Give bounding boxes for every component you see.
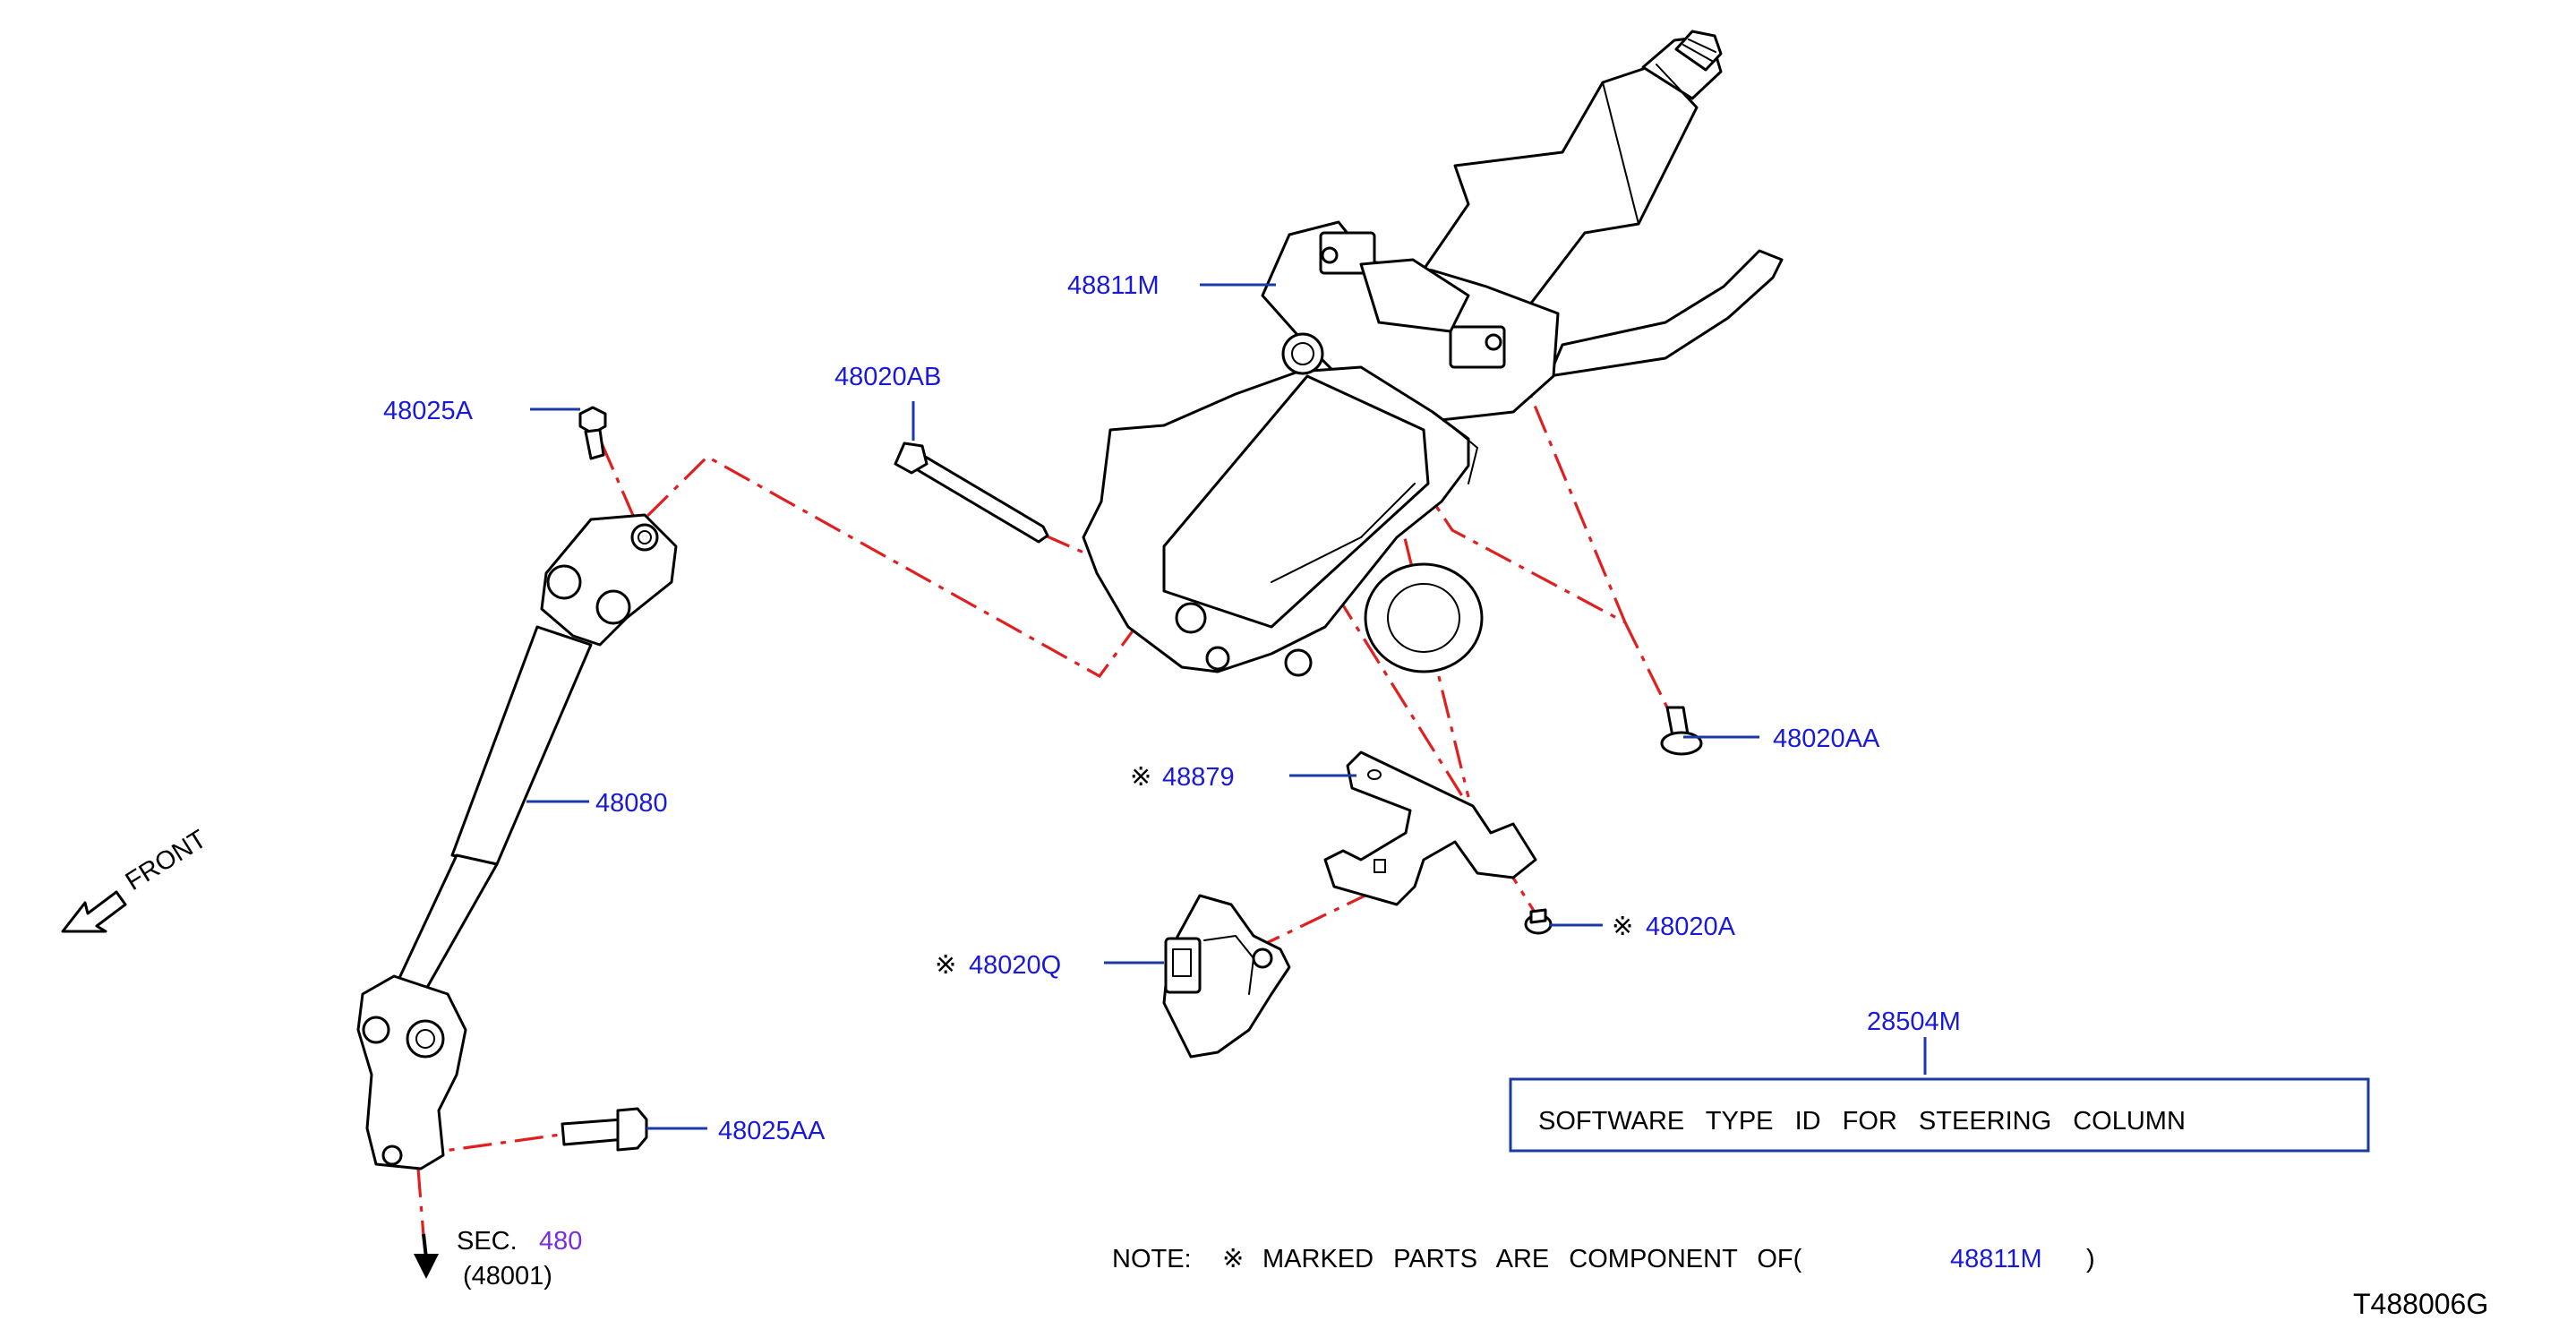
label-48020AA[interactable]: 48020AA — [1773, 725, 1880, 753]
label-48020Q[interactable]: 48020Q — [969, 951, 1061, 980]
section-prefix: SEC. — [457, 1227, 518, 1256]
label-48879[interactable]: 48879 — [1162, 763, 1235, 792]
section-link-480[interactable]: 480 — [539, 1227, 582, 1256]
note-suffix: ) — [2086, 1245, 2095, 1273]
component-mark-48020A: ※ — [1612, 913, 1633, 941]
bolt-48020AB — [894, 442, 1049, 544]
steering-column-assembly — [1082, 30, 1784, 677]
down-arrow-icon — [414, 1254, 439, 1279]
note-text: MARKED PARTS ARE COMPONENT OF( — [1262, 1245, 1802, 1273]
assembly-line-sec480 — [416, 1168, 425, 1237]
label-48025AA[interactable]: 48025AA — [718, 1117, 826, 1145]
screw-48020A — [1524, 908, 1553, 935]
leader-lines — [526, 283, 1927, 1130]
note-line: NOTE: ※ MARKED PARTS ARE COMPONENT OF( 4… — [1112, 1245, 2095, 1273]
sensor-48020Q — [1162, 894, 1291, 1059]
section-reference: SEC. 480 (48001) — [414, 1227, 582, 1290]
bolt-48020AA — [1660, 706, 1703, 756]
front-direction-indicator: FRONT — [61, 825, 212, 933]
assembly-line-48025A — [600, 442, 1141, 679]
note-link-48811M[interactable]: 48811M — [1950, 1245, 2042, 1273]
bolt-48025A — [578, 406, 607, 460]
label-48811M[interactable]: 48811M — [1067, 271, 1160, 300]
bracket-48879 — [1323, 750, 1537, 906]
software-type-box: SOFTWARE TYPE ID FOR STEERING COLUMN — [1509, 1077, 2370, 1153]
component-mark-48020Q: ※ — [935, 951, 956, 980]
label-48025A[interactable]: 48025A — [383, 397, 474, 425]
label-28504M[interactable]: 28504M — [1867, 1007, 1961, 1036]
assembly-line-48879-b — [1307, 550, 1540, 919]
front-arrow-icon — [61, 890, 127, 933]
label-48080[interactable]: 48080 — [595, 789, 668, 818]
front-label: FRONT — [121, 825, 212, 896]
assembly-line-48879 — [1341, 286, 1470, 798]
note-prefix: NOTE: — [1112, 1245, 1192, 1273]
label-48020A[interactable]: 48020A — [1646, 913, 1736, 941]
section-subref: (48001) — [463, 1262, 552, 1290]
component-mark-48879: ※ — [1130, 763, 1151, 792]
intermediate-shaft-48080 — [356, 513, 678, 1170]
bolt-48025AA — [561, 1107, 648, 1152]
label-48020AB[interactable]: 48020AB — [834, 363, 941, 391]
diagram-id: T488006G — [2353, 1288, 2488, 1320]
note-mark: ※ — [1222, 1245, 1244, 1273]
assembly-line-48020AA-lower — [1623, 622, 1669, 708]
software-box-text: SOFTWARE TYPE ID FOR STEERING COLUMN — [1538, 1107, 2186, 1136]
